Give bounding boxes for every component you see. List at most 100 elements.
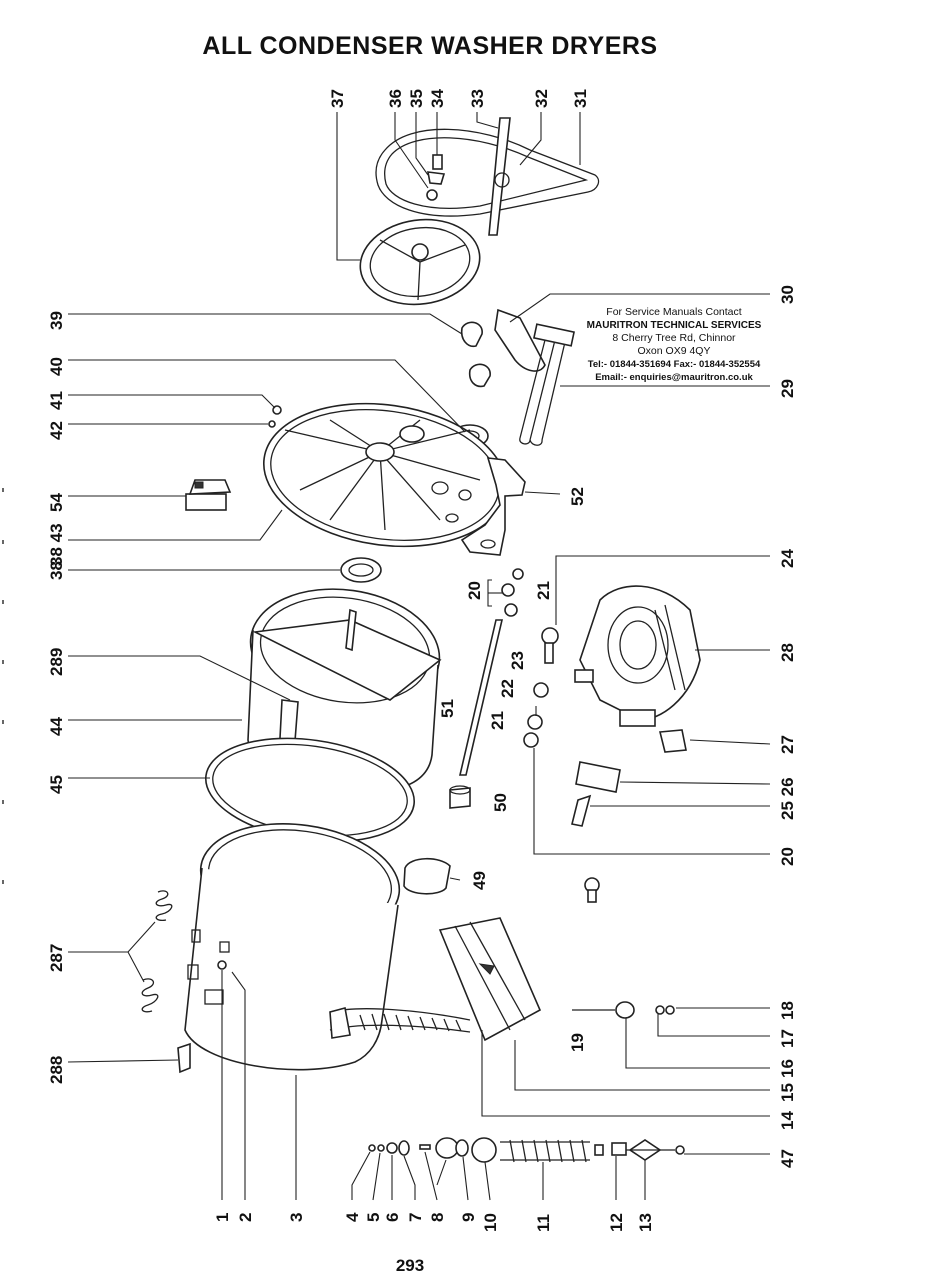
callout-11: 11 bbox=[534, 1214, 553, 1232]
callout-37: 37 bbox=[328, 89, 347, 108]
callout-3: 3 bbox=[287, 1213, 306, 1222]
carbon-brush bbox=[571, 794, 592, 827]
callout-22: 22 bbox=[498, 679, 517, 698]
scan-mark bbox=[2, 880, 4, 884]
contact-line-6: Email:- enquiries@mauritron.co.uk bbox=[595, 372, 753, 383]
callout-20-upper: 20 bbox=[465, 581, 484, 600]
shock-absorber-rod bbox=[458, 619, 504, 776]
fixing-bolt bbox=[584, 877, 600, 903]
callout-14: 14 bbox=[778, 1111, 797, 1130]
callout-34: 34 bbox=[428, 89, 447, 108]
callout-6: 6 bbox=[383, 1213, 402, 1222]
callout-28: 28 bbox=[778, 643, 797, 662]
service-contact-block: For Service Manuals Contact MAURITRON TE… bbox=[560, 306, 788, 384]
counterweight bbox=[438, 917, 542, 1042]
belt-bracket bbox=[488, 117, 511, 236]
contact-line-3: 8 Cherry Tree Rd, Chinnor bbox=[612, 332, 736, 344]
callout-labels-left: 39 40 41 42 54 38 43 38 289 44 45 287 28… bbox=[47, 311, 66, 1084]
callout-15: 15 bbox=[778, 1083, 797, 1102]
scan-mark bbox=[2, 720, 4, 724]
callout-33: 33 bbox=[468, 89, 487, 108]
callout-49: 49 bbox=[470, 871, 489, 890]
callout-30: 30 bbox=[778, 285, 797, 304]
callout-32: 32 bbox=[532, 89, 551, 108]
suspension-springs bbox=[141, 890, 173, 1013]
pulley-fixings bbox=[426, 154, 446, 201]
callout-labels-top: 37 36 35 34 33 32 31 bbox=[328, 89, 590, 108]
callout-5: 5 bbox=[364, 1213, 383, 1222]
pump-assembly bbox=[368, 1137, 685, 1163]
callout-51: 51 bbox=[438, 699, 457, 718]
callout-21-lower: 21 bbox=[488, 711, 507, 730]
callout-1: 1 bbox=[213, 1213, 232, 1222]
callout-9: 9 bbox=[459, 1213, 478, 1222]
callout-4: 4 bbox=[343, 1212, 362, 1222]
outer-tub bbox=[184, 822, 471, 1071]
callout-25-26: 25 26 bbox=[778, 777, 797, 820]
callout-2: 2 bbox=[236, 1213, 255, 1222]
callout-54: 54 bbox=[47, 493, 66, 512]
pressure-chamber bbox=[403, 857, 451, 895]
callout-21-upper: 21 bbox=[534, 581, 553, 600]
tub-back-half bbox=[262, 402, 508, 548]
suspension-bracket bbox=[460, 457, 526, 556]
callout-44: 44 bbox=[47, 717, 66, 736]
callout-52: 52 bbox=[568, 487, 587, 506]
scan-mark bbox=[2, 600, 4, 604]
callout-289: 289 bbox=[47, 648, 66, 676]
drive-belt bbox=[375, 128, 600, 217]
callout-287: 287 bbox=[47, 944, 66, 972]
callout-50: 50 bbox=[491, 793, 510, 812]
callout-24: 24 bbox=[778, 549, 797, 568]
callout-35: 35 bbox=[407, 89, 426, 108]
callout-19: 19 bbox=[568, 1033, 587, 1052]
heater-bracket bbox=[494, 308, 546, 372]
damper-end bbox=[449, 785, 471, 809]
scan-mark bbox=[2, 660, 4, 664]
callout-7: 7 bbox=[406, 1213, 425, 1222]
callout-36: 36 bbox=[386, 89, 405, 108]
scan-mark bbox=[2, 488, 4, 492]
callout-38: 38 bbox=[47, 561, 66, 580]
callout-18: 18 bbox=[778, 1001, 797, 1020]
page-title: ALL CONDENSER WASHER DRYERS bbox=[202, 32, 658, 60]
drum-seal bbox=[340, 557, 382, 583]
callout-47: 47 bbox=[778, 1149, 797, 1168]
callout-12: 12 bbox=[607, 1213, 626, 1232]
tub-clip bbox=[177, 1042, 191, 1074]
callout-10: 10 bbox=[481, 1213, 500, 1232]
motor bbox=[574, 585, 701, 727]
callout-31: 31 bbox=[571, 89, 590, 108]
callout-40: 40 bbox=[47, 357, 66, 376]
callout-16: 16 bbox=[778, 1059, 797, 1078]
callout-27: 27 bbox=[778, 735, 797, 754]
callout-41: 41 bbox=[47, 391, 66, 410]
contact-line-5: Tel:- 01844-351694 Fax:- 01844-352554 bbox=[587, 359, 761, 370]
callout-288: 288 bbox=[47, 1056, 66, 1084]
motor-fixings bbox=[501, 568, 559, 748]
page-number: 293 bbox=[395, 1256, 425, 1275]
drum-pulley bbox=[359, 218, 481, 306]
heater-clips bbox=[460, 321, 491, 388]
contact-line-2: MAURITRON TECHNICAL SERVICES bbox=[586, 320, 762, 331]
callout-13: 13 bbox=[636, 1213, 655, 1232]
contact-line-4: Oxon OX9 4QY bbox=[637, 345, 711, 357]
scan-mark bbox=[2, 540, 4, 544]
callout-labels-bottom: 1 2 3 4 5 6 7 8 9 10 11 12 13 bbox=[213, 1212, 655, 1232]
contact-line-1: For Service Manuals Contact bbox=[606, 306, 742, 318]
callout-42: 42 bbox=[47, 421, 66, 440]
callout-45: 45 bbox=[47, 775, 66, 794]
callout-23: 23 bbox=[508, 651, 527, 670]
callout-labels-right: 30 29 52 24 20 21 28 23 22 51 21 27 25 2… bbox=[438, 285, 797, 1168]
heater-element bbox=[519, 323, 575, 446]
leader-lines bbox=[67, 112, 771, 1201]
motor-brush bbox=[658, 729, 687, 753]
thermostat bbox=[185, 479, 232, 511]
callout-8: 8 bbox=[428, 1213, 447, 1222]
callout-39: 39 bbox=[47, 311, 66, 330]
callout-38-43: 38 43 bbox=[47, 523, 66, 566]
callout-29: 29 bbox=[778, 379, 797, 398]
scan-mark bbox=[2, 800, 4, 804]
